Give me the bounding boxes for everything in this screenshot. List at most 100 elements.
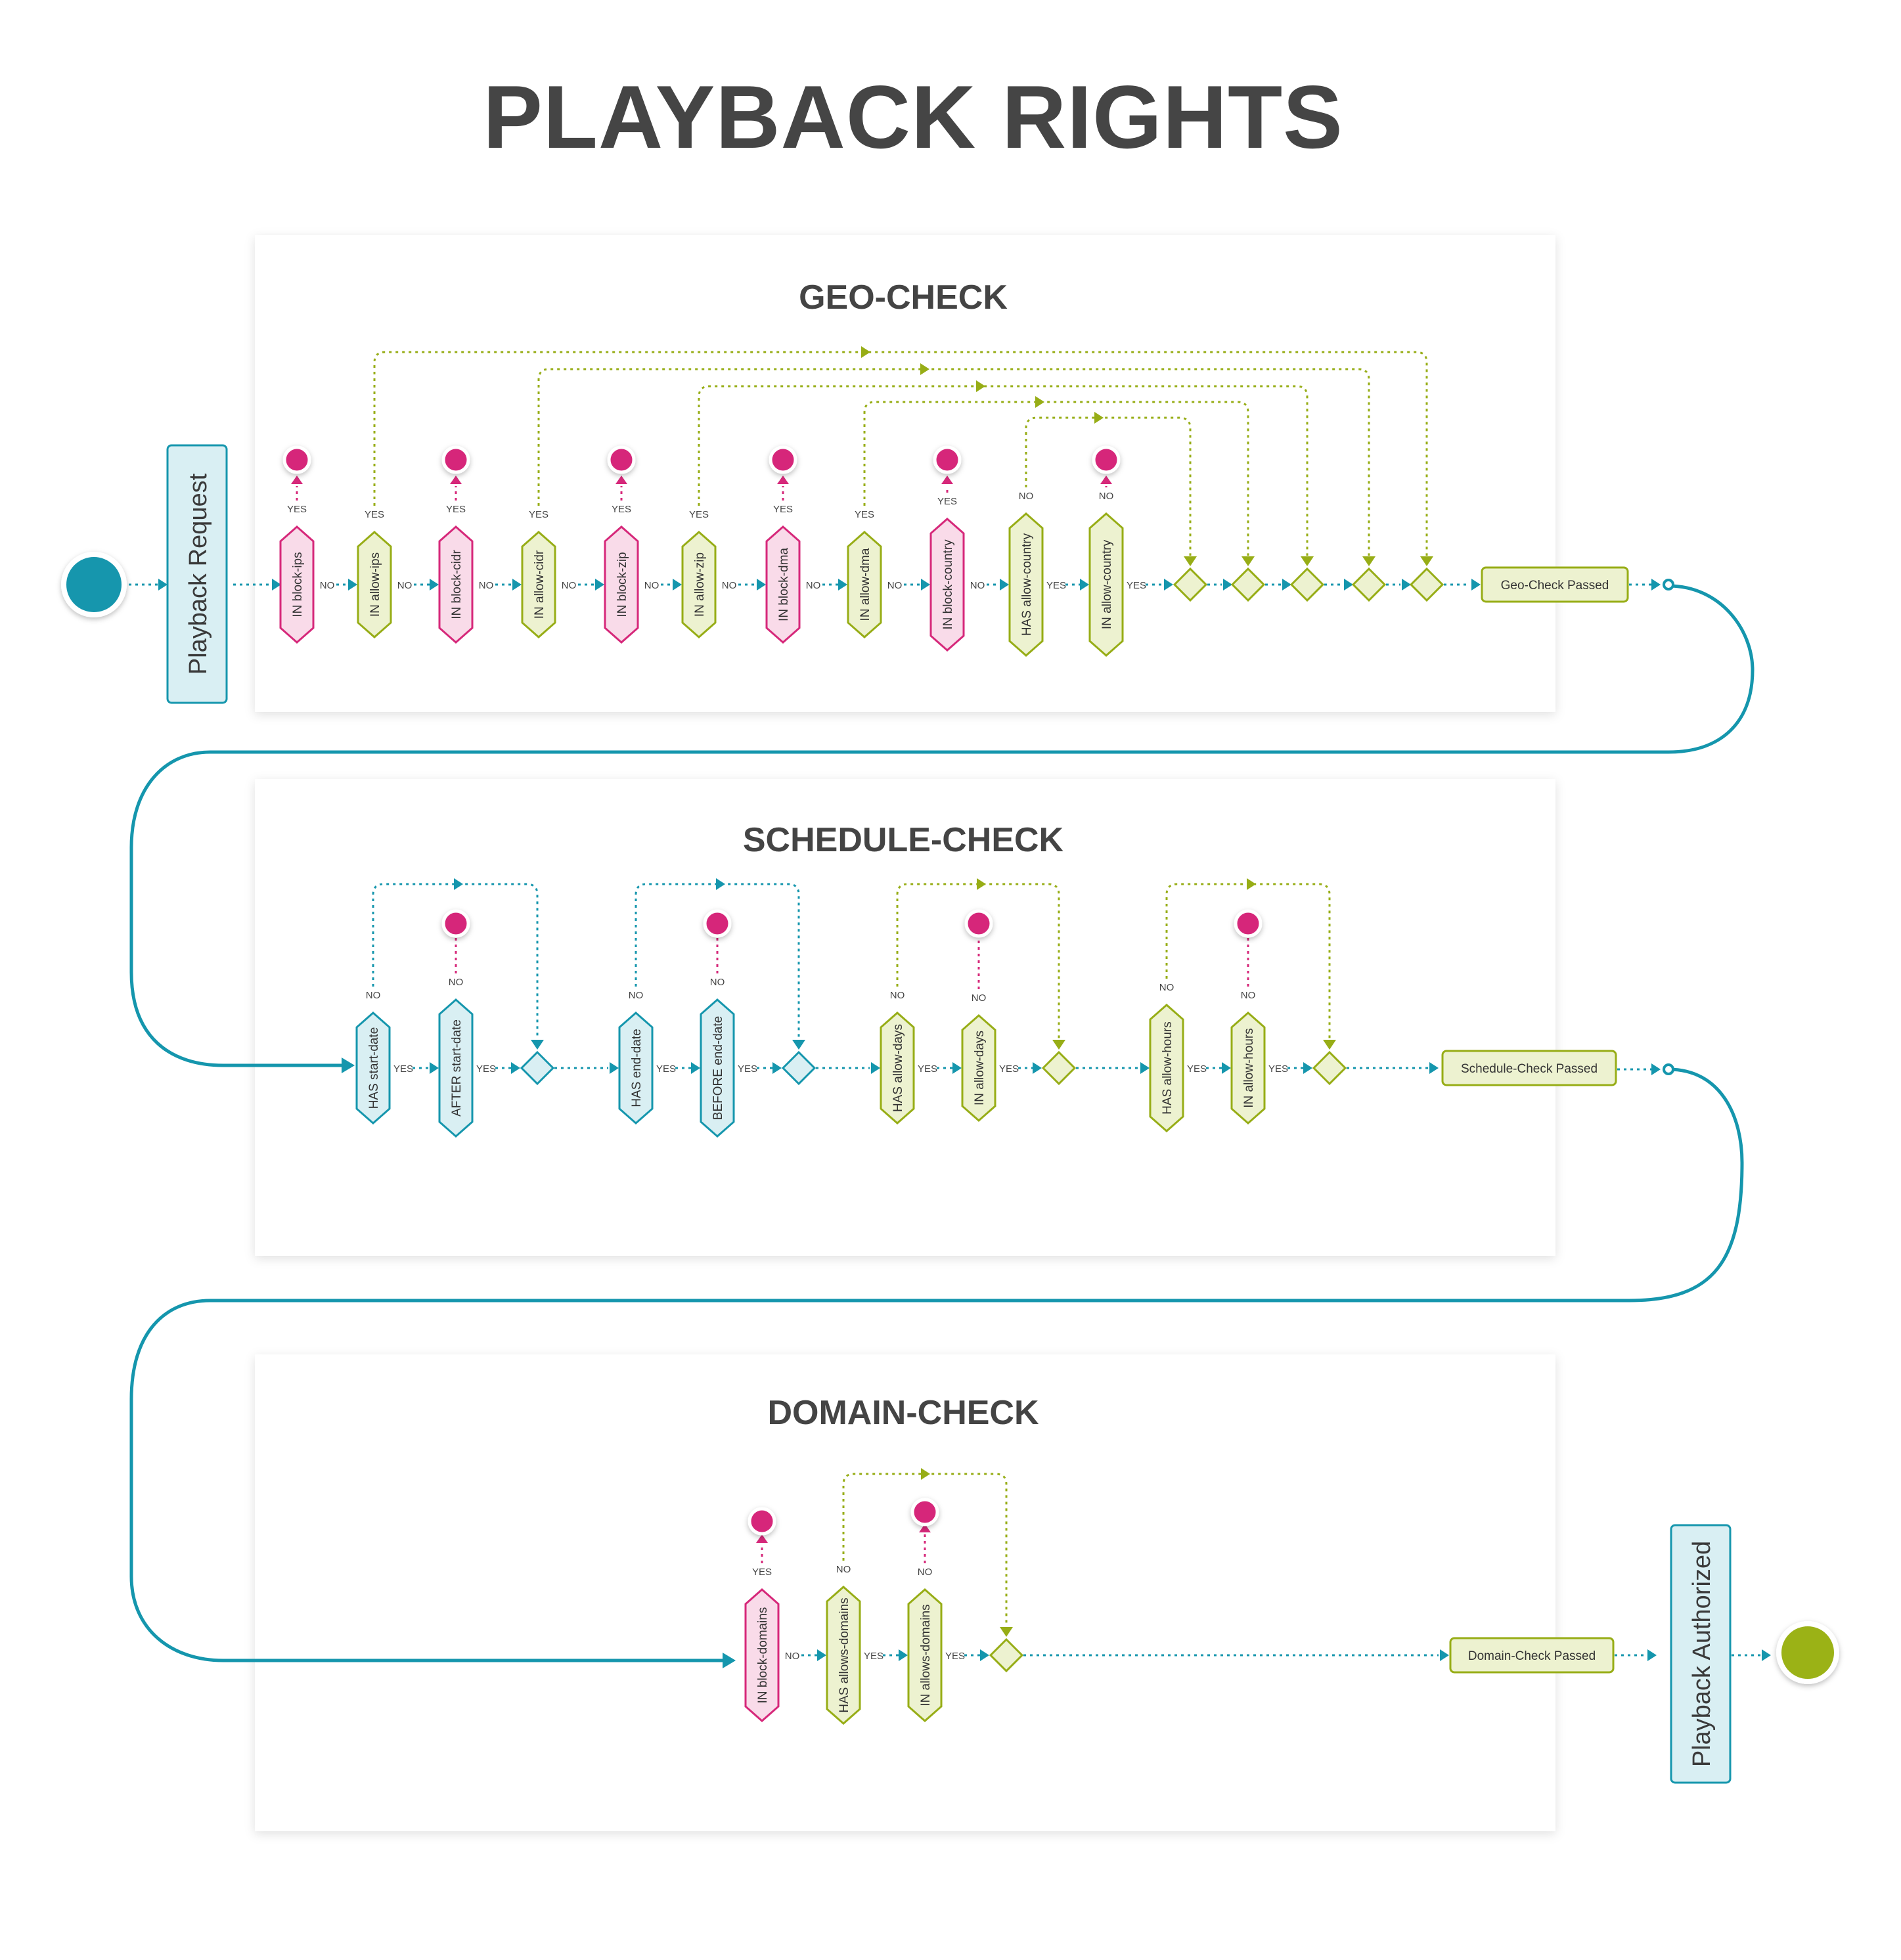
edge-label: YES: [1046, 580, 1066, 591]
arrowhead: [272, 579, 281, 590]
branch-label: NO: [449, 977, 464, 988]
playback-request-box: [166, 444, 228, 704]
decision-node-label: HAS allow-country: [1020, 533, 1034, 636]
branch-label: YES: [446, 504, 466, 515]
decision-node-label: IN block-ips: [291, 552, 305, 617]
branch-label: NO: [972, 992, 987, 1004]
decision-node-has-start-date: [355, 1012, 391, 1125]
blocked-end-dot: [769, 445, 797, 474]
bypass-loop: [372, 883, 539, 1039]
arrowhead: [291, 476, 303, 484]
arrowhead: [1651, 579, 1661, 590]
decision-node-in-allow-days: [961, 1014, 996, 1122]
decision-node-label: IN allow-country: [1100, 539, 1114, 629]
arrowhead: [1303, 1062, 1312, 1074]
arrowhead: [977, 878, 986, 890]
arrowhead: [610, 1062, 619, 1074]
arrowhead: [921, 1468, 930, 1480]
end-node: [1776, 1621, 1839, 1684]
arrowhead: [1420, 556, 1433, 566]
arrowhead: [772, 1062, 782, 1074]
decision-node-label: HAS allows-domains: [838, 1597, 851, 1712]
decision-node-in-allow-dma: [847, 531, 882, 638]
arrowhead: [512, 579, 522, 590]
edge-label: YES: [945, 1651, 965, 1662]
blocked-end-dot: [441, 909, 470, 938]
bypass-loop: [373, 351, 1428, 556]
arrowhead: [348, 579, 357, 590]
schedule-check-title: SCHEDULE-CHECK: [743, 821, 1064, 859]
branch-label: YES: [365, 509, 384, 520]
arrowhead: [980, 1649, 989, 1661]
arrowhead: [1222, 1062, 1231, 1074]
arrowhead: [1762, 1649, 1771, 1661]
decision-node-has-end-date: [618, 1012, 654, 1125]
arrowhead: [1100, 476, 1112, 484]
arrowhead: [691, 1062, 700, 1074]
arrowhead: [615, 476, 627, 484]
arrowhead: [1094, 412, 1104, 424]
geo-check-title: GEO-CHECK: [799, 278, 1008, 317]
edge-label: NO: [397, 580, 413, 591]
decision-node-label: HAS allow-hours: [1161, 1021, 1174, 1115]
blocked-end-dot: [933, 445, 962, 474]
merge-diamond: [1230, 567, 1266, 602]
geo-check-passed-label: Geo-Check Passed: [1501, 579, 1609, 592]
start-node: [61, 552, 127, 617]
edge-label: NO: [785, 1651, 800, 1662]
arrowhead: [1140, 1062, 1150, 1074]
edge-label: YES: [1268, 1063, 1288, 1075]
merge-diamond: [1173, 567, 1208, 602]
branch-label: NO: [710, 977, 725, 988]
blocked-end-dot: [441, 445, 470, 474]
decision-node-in-allow-hours: [1230, 1012, 1266, 1125]
geo-check-panel: [255, 235, 1555, 712]
branch-label: NO: [1019, 491, 1034, 502]
arrowhead: [1323, 1040, 1336, 1050]
branch-label: YES: [529, 509, 548, 520]
arrowhead: [1223, 579, 1232, 590]
arrowhead: [1402, 579, 1411, 590]
connector-schedule-to-domain: [129, 1067, 1744, 1662]
merge-diamond: [1409, 567, 1444, 602]
decision-node-has-allows-domains: [826, 1586, 861, 1725]
arrowhead: [1080, 579, 1089, 590]
arrowhead: [158, 579, 168, 590]
page-title: PLAYBACK RIGHTS: [483, 67, 1343, 167]
edge-label: NO: [722, 580, 737, 591]
geo-check-passed-box: [1481, 566, 1629, 603]
arrowhead: [777, 476, 789, 484]
arrowhead: [941, 476, 953, 484]
playback-request-label: Playback Request: [185, 473, 212, 675]
arrowhead: [921, 579, 930, 590]
decision-node-in-allow-ips: [357, 531, 392, 638]
bypass-loop: [842, 1473, 1008, 1626]
arrowhead: [1647, 1649, 1657, 1661]
arrowhead: [430, 1062, 439, 1074]
decision-node-label: IN block-domains: [756, 1607, 770, 1704]
branch-label: YES: [773, 504, 793, 515]
decision-node-in-allows-domains: [907, 1588, 943, 1722]
connector-port: [1663, 1063, 1674, 1075]
arrowhead: [1301, 556, 1314, 566]
edge-label: YES: [476, 1063, 496, 1075]
domain-check-passed-box: [1449, 1637, 1615, 1674]
arrowhead: [976, 380, 985, 392]
arrowhead: [1440, 1649, 1449, 1661]
decision-node-label: IN allows-domains: [919, 1604, 933, 1706]
arrowhead: [531, 1040, 544, 1050]
branch-label: YES: [612, 504, 631, 515]
bypass-loop: [863, 401, 1249, 556]
branch-label: YES: [855, 509, 874, 520]
decision-node-label: AFTER start-date: [450, 1019, 464, 1117]
decision-node-in-block-country: [929, 518, 965, 652]
arrowhead: [430, 579, 439, 590]
branch-label: NO: [629, 990, 644, 1001]
blocked-end-dot: [1092, 445, 1121, 474]
branch-label: NO: [1241, 990, 1256, 1001]
arrowhead: [673, 579, 682, 590]
arrowhead: [1000, 579, 1009, 590]
merge-diamond: [520, 1050, 555, 1086]
decision-node-label: IN block-cidr: [450, 550, 464, 619]
